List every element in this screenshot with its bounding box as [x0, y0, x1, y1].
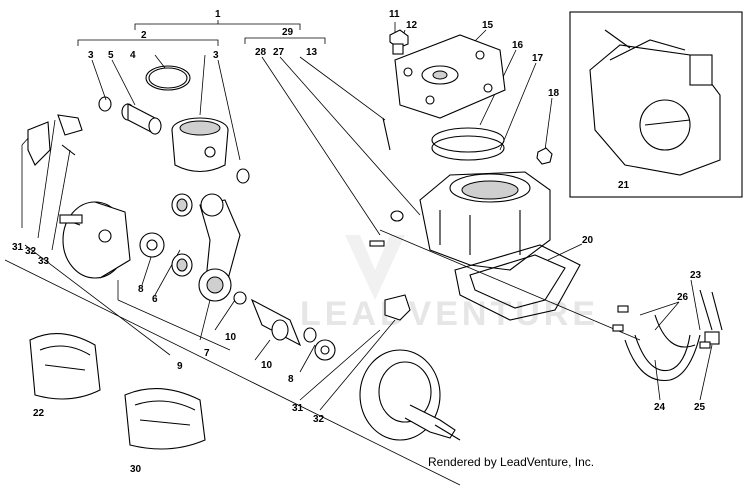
callout-8b: 8 [288, 374, 294, 385]
spark-plug-nut [389, 29, 409, 55]
cylinder-stud-nut [536, 147, 553, 165]
credit-text: Rendered by LeadVenture, Inc. [428, 455, 594, 469]
engine-inset [569, 11, 743, 198]
callout-5: 5 [108, 50, 114, 61]
reed-cover-left [27, 114, 83, 166]
bearing-lower [171, 253, 193, 277]
callout-8a: 8 [138, 284, 144, 295]
hose [624, 289, 723, 382]
parts-bag-22 [29, 333, 101, 400]
callout-26: 26 [677, 292, 689, 303]
callout-10a: 10 [225, 332, 237, 343]
callout-32a: 32 [25, 246, 37, 257]
callout-22: 22 [33, 408, 45, 419]
watermark: LEADVENTURE [300, 295, 599, 333]
cylinder-head [394, 34, 506, 119]
watermark-logo [345, 235, 405, 300]
piston-ring [145, 65, 191, 91]
callout-18: 18 [548, 88, 560, 99]
washer-small [390, 210, 404, 222]
crank-washer [139, 232, 165, 258]
cylinder [419, 171, 551, 271]
callout-24: 24 [654, 402, 666, 413]
callout-30: 30 [130, 464, 142, 475]
callout-33: 33 [38, 256, 50, 267]
circlip [98, 96, 250, 184]
callout-6: 6 [152, 294, 158, 305]
callout-29: 29 [282, 27, 294, 38]
callout-32b: 32 [313, 414, 325, 425]
connecting-rod [198, 193, 241, 302]
dowel-pin [369, 240, 385, 247]
head-stud [382, 117, 391, 151]
callout-20: 20 [582, 235, 594, 246]
callout-1: 1 [215, 9, 221, 20]
callout-17: 17 [532, 53, 544, 64]
parts-bag-30 [124, 388, 206, 450]
crank-pin [233, 291, 302, 347]
callout-15: 15 [482, 20, 494, 31]
callout-23: 23 [690, 270, 702, 281]
callout-13: 13 [306, 47, 318, 58]
callout-7: 7 [204, 348, 210, 359]
hose-clamp [612, 305, 711, 349]
base-gasket [454, 244, 581, 321]
callout-4: 4 [130, 50, 136, 61]
callout-12: 12 [406, 20, 418, 31]
callout-labels: 1 2 3 4 5 3 29 28 27 13 11 12 15 16 17 1… [12, 9, 706, 475]
callout-21: 21 [618, 180, 630, 191]
thrust-washer [303, 327, 336, 361]
crankshaft-right [359, 349, 461, 441]
callout-31a: 31 [12, 242, 24, 253]
crankshaft-left [59, 201, 131, 279]
bracket-1 [134, 20, 301, 30]
bracket-29 [244, 37, 326, 44]
callout-16: 16 [512, 40, 524, 51]
callout-10b: 10 [261, 360, 273, 371]
callout-28: 28 [255, 47, 267, 58]
callout-25: 25 [694, 402, 706, 413]
callout-11: 11 [389, 9, 400, 20]
callout-3b: 3 [213, 50, 219, 61]
piston-pin [121, 103, 162, 135]
callout-3a: 3 [88, 50, 94, 61]
o-ring [431, 135, 505, 161]
reed-cover-right [384, 294, 411, 321]
callout-2: 2 [141, 30, 147, 41]
callout-9: 9 [177, 361, 183, 372]
piston [171, 117, 229, 173]
bearing-upper [171, 193, 193, 217]
callout-27: 27 [273, 47, 285, 58]
callout-31b: 31 [292, 403, 304, 414]
head-gasket-ring [431, 127, 505, 153]
bracket-2 [77, 39, 219, 46]
